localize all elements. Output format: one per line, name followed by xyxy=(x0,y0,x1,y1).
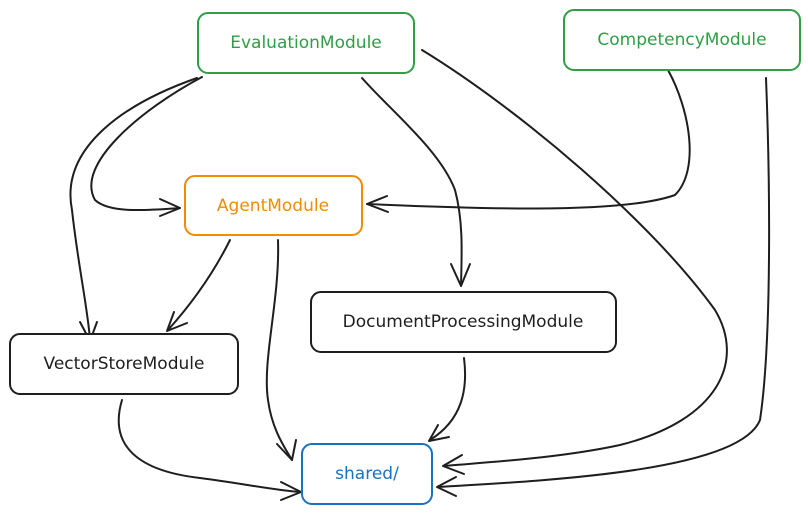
evaluation-label: EvaluationModule xyxy=(230,33,382,53)
node-evaluation-module: EvaluationModule xyxy=(197,12,415,74)
evaluation-box xyxy=(197,12,415,74)
competency-label: CompetencyModule xyxy=(597,30,766,50)
edge-competency-to-agent xyxy=(366,69,691,213)
node-competency-module: CompetencyModule xyxy=(563,9,801,71)
edge-agent-to-vector xyxy=(166,239,231,332)
edges xyxy=(69,49,771,501)
node-document-processing-module: DocumentProcessingModule xyxy=(310,291,617,353)
edge-vector-to-shared xyxy=(117,399,302,501)
document-label: DocumentProcessingModule xyxy=(343,312,584,332)
edge-evaluation-to-document xyxy=(361,77,471,287)
node-vector-store-module: VectorStoreModule xyxy=(9,333,239,395)
agent-label: AgentModule xyxy=(217,196,329,216)
competency-box xyxy=(563,9,801,71)
edge-document-to-shared xyxy=(428,357,467,442)
document-box xyxy=(310,291,617,353)
edge-evaluation-to-shared xyxy=(421,49,728,475)
shared-box xyxy=(301,443,433,505)
edge-agent-to-shared xyxy=(265,239,297,461)
vector-box xyxy=(9,333,239,395)
agent-box xyxy=(184,175,363,236)
node-shared: shared/ xyxy=(301,443,433,505)
vector-label: VectorStoreModule xyxy=(44,354,205,374)
edge-competency-to-shared xyxy=(436,77,771,497)
shared-label: shared/ xyxy=(335,464,399,484)
node-agent-module: AgentModule xyxy=(184,175,363,236)
edge-evaluation-to-agent xyxy=(90,76,203,217)
